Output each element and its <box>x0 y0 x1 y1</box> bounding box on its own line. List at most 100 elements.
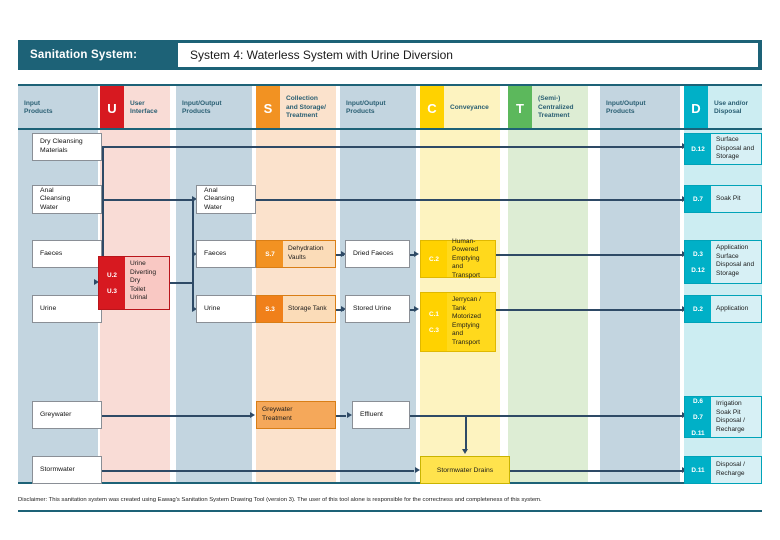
column-title-conveyance: Conveyance <box>450 103 489 111</box>
product-urine-mid[interactable]: Urine <box>183 295 256 323</box>
column-header-io_products_2: Input/Output Products <box>340 86 416 130</box>
technology-code-soak-pit: D.7 <box>685 186 711 212</box>
product-label: Greywater <box>40 410 72 418</box>
product-label: Anal Cleansing Water <box>40 186 71 211</box>
code-chip: D.12 <box>691 145 705 153</box>
technology-label-application-surface-disposal: Application Surface Disposal and Storage <box>716 244 755 277</box>
technology-label-storage-tank: Storage Tank <box>288 304 327 312</box>
product-label: Anal Cleansing Water <box>204 186 235 211</box>
connector-line <box>102 199 194 201</box>
connector-line <box>510 470 682 472</box>
product-stored-urine[interactable]: Stored Urine <box>332 295 410 323</box>
code-chip: C.3 <box>429 326 439 334</box>
code-chip: D.11 <box>691 429 705 437</box>
connector-line <box>410 415 682 417</box>
technology-stormwater-drains[interactable]: Stormwater Drains <box>420 456 510 484</box>
column-title-io_products_1: Input/Output Products <box>182 99 222 115</box>
connector-line <box>102 415 250 417</box>
connector-arrow <box>347 412 352 419</box>
connector-arrow <box>462 449 469 454</box>
connector-line <box>102 470 414 472</box>
technology-disposal-recharge[interactable]: D.11 Disposal / Recharge <box>684 456 762 484</box>
technology-label-motorized-emptying: Jerrycan / Tank Motorized Emptying and T… <box>452 296 481 346</box>
product-label: Dried Faeces <box>353 249 394 257</box>
product-dried-faeces[interactable]: Dried Faeces <box>332 240 410 268</box>
connector-arrow <box>414 306 419 313</box>
connector-line <box>496 254 682 256</box>
connector-line <box>336 254 344 256</box>
code-chip: D.3 <box>693 250 703 258</box>
column-title-treatment: (Semi-) Centralized Treatment <box>538 95 574 120</box>
header-rule-top <box>18 84 762 86</box>
column-header-treatment: T(Semi-) Centralized Treatment <box>508 86 588 130</box>
code-chip: D.11 <box>691 466 705 474</box>
product-label: Urine <box>204 304 221 312</box>
column-header-io_products_1: Input/Output Products <box>176 86 252 130</box>
system-title-field[interactable]: System 4: Waterless System with Urine Di… <box>178 43 758 67</box>
code-chip: D.6 <box>693 397 703 405</box>
connector-line <box>410 309 416 311</box>
code-chip: C.1 <box>429 310 439 318</box>
product-label: Faeces <box>204 249 227 257</box>
technology-code-application: D.2 <box>685 296 711 322</box>
connector-arrow <box>341 251 346 258</box>
product-label: Effluent <box>360 410 383 418</box>
connector-arrow <box>192 196 197 203</box>
column-letter-treatment: T <box>508 86 532 130</box>
connector-line <box>410 254 416 256</box>
technology-label-urine-diverting-dry-toilet: Urine Diverting Dry Toilet Urinal <box>130 260 157 302</box>
code-chip: D.2 <box>693 305 703 313</box>
product-anal-cleansing-water-mid[interactable]: Anal Cleansing Water <box>183 185 256 214</box>
product-faeces-mid[interactable]: Faeces <box>183 240 256 268</box>
column-header-in_products_1: Input Products <box>18 86 98 130</box>
code-chip: U.2 <box>107 271 117 279</box>
technology-label-dehydration-vaults: Dehydration Vaults <box>288 245 324 261</box>
product-effluent[interactable]: Effluent <box>339 401 410 429</box>
column-title-in_products_1: Input Products <box>24 99 53 115</box>
code-chip: D.7 <box>693 195 703 203</box>
product-stormwater-in[interactable]: Stormwater <box>19 456 102 484</box>
product-greywater-in[interactable]: Greywater <box>19 401 102 429</box>
product-label: Dry Cleansing Materials <box>40 138 83 154</box>
technology-greywater-treatment[interactable]: Greywater Treatment <box>256 401 336 429</box>
product-anal-cleansing-water-in[interactable]: Anal Cleansing Water <box>19 185 102 214</box>
title-bar: Sanitation System: System 4: Waterless S… <box>18 40 762 70</box>
connector-line <box>256 199 682 201</box>
product-dry-cleansing-materials[interactable]: Dry Cleansing Materials <box>19 133 102 161</box>
technology-code-surface-disposal-storage: D.12 <box>685 134 711 164</box>
technology-code-human-powered-emptying: C.2 <box>421 241 447 277</box>
connector-arrow <box>341 306 346 313</box>
product-label: Faeces <box>40 249 63 257</box>
connector-line <box>102 146 104 310</box>
code-chip: S.7 <box>265 250 275 258</box>
product-label: Urine <box>40 304 57 312</box>
column-letter-user_interface: U <box>100 86 124 130</box>
column-title-collection: Collection and Storage/ Treatment <box>286 95 326 120</box>
column-header-io_products_3: Input/Output Products <box>600 86 680 130</box>
connector-arrow <box>250 412 255 419</box>
product-urine-in[interactable]: Urine <box>19 295 102 323</box>
technology-dehydration-vaults[interactable]: S.7 Dehydration Vaults <box>256 240 336 268</box>
diagram-rule-bottom <box>18 482 762 484</box>
product-faeces-in[interactable]: Faeces <box>19 240 102 268</box>
technology-label-disposal-recharge: Disposal / Recharge <box>716 461 745 477</box>
connector-arrow <box>414 251 419 258</box>
code-chip: D.12 <box>691 266 705 274</box>
connector-arrow <box>192 251 197 258</box>
connector-arrow <box>192 306 197 313</box>
product-label: Stormwater <box>40 465 75 473</box>
